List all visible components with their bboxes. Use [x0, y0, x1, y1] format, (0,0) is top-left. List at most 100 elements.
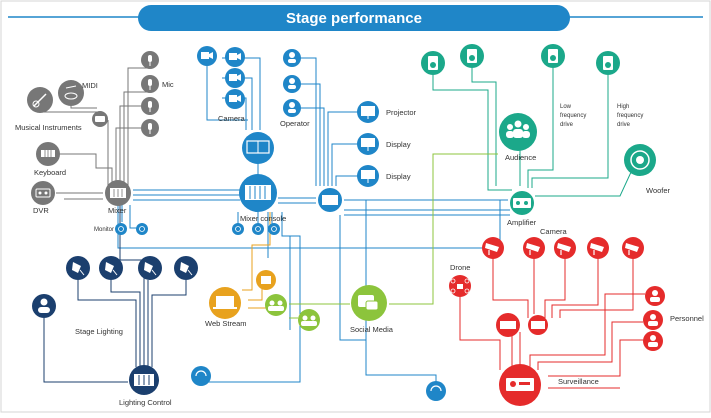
- web-stream-node[interactable]: [209, 287, 241, 319]
- speaker-icon: [255, 226, 261, 232]
- speaker-node-4[interactable]: [596, 51, 620, 75]
- surveillance-nvr-node[interactable]: [499, 364, 541, 406]
- stage-light-node-3[interactable]: [138, 256, 162, 280]
- personnel-label: Personnel: [670, 314, 704, 323]
- video-switcher-node[interactable]: [242, 132, 274, 164]
- video-camera-icon: [201, 52, 213, 59]
- stage-light-node-4[interactable]: [174, 256, 198, 280]
- microphone-icon: [148, 101, 152, 112]
- security-guard-icon: [650, 290, 660, 302]
- camera-node-4[interactable]: [225, 89, 245, 109]
- nodes: Mic MIDI Musical Instruments Keyboard DV…: [15, 44, 704, 407]
- monitor-speaker-3[interactable]: [232, 223, 244, 235]
- dvr-node[interactable]: [31, 181, 55, 205]
- mic-node-3[interactable]: [141, 97, 159, 115]
- guitar-icon: [32, 93, 47, 108]
- nvr-icon: [506, 378, 534, 391]
- guitar-node[interactable]: [27, 87, 53, 113]
- speaker-icon: [548, 49, 558, 63]
- network-node[interactable]: [426, 381, 446, 401]
- stage-light-node-2[interactable]: [99, 256, 123, 280]
- microphone-icon: [148, 123, 152, 134]
- mixer-console-node[interactable]: [239, 174, 277, 212]
- mixer-icon: [110, 188, 126, 198]
- cctv-node-3[interactable]: [554, 237, 576, 259]
- mixer-node[interactable]: [105, 180, 131, 206]
- high-freq-label-1: High: [617, 104, 629, 110]
- stage-light-icon: [72, 262, 85, 276]
- keyboard-icon: [41, 150, 55, 157]
- display-node-2[interactable]: [357, 165, 379, 187]
- person-icon: [195, 370, 207, 377]
- video-camera-icon: [229, 74, 241, 81]
- monitor-speaker-2[interactable]: [136, 223, 148, 235]
- projector-icon: [361, 106, 375, 119]
- mic-node-4[interactable]: [141, 119, 159, 137]
- monitor-speaker-1[interactable]: [115, 223, 127, 235]
- operator-node-1[interactable]: [283, 49, 301, 67]
- mic-node-2[interactable]: [141, 75, 159, 93]
- social-media-node[interactable]: [351, 285, 387, 321]
- operator-node-2[interactable]: [283, 75, 301, 93]
- midi-interface[interactable]: [92, 111, 108, 127]
- personnel-node-3[interactable]: [643, 331, 663, 351]
- wireless-mic-node[interactable]: [191, 366, 211, 386]
- connectors-gray: [39, 67, 148, 200]
- woofer-node[interactable]: [624, 144, 656, 176]
- musical-instruments-label: Musical Instruments: [15, 123, 82, 132]
- cctv-node-1[interactable]: [482, 237, 504, 259]
- keyboard-node[interactable]: [36, 142, 60, 166]
- personnel-node-2[interactable]: [643, 310, 663, 330]
- cctv-node-4[interactable]: [587, 237, 609, 259]
- cctv-camera-icon: [485, 243, 499, 255]
- camera-node-2[interactable]: [225, 47, 245, 67]
- streaming-encoder-node[interactable]: [256, 270, 276, 290]
- audience-icon: [506, 120, 530, 138]
- camera-node-3[interactable]: [225, 68, 245, 88]
- display-node-1[interactable]: [357, 133, 379, 155]
- speaker-icon: [603, 56, 613, 70]
- mixer-console-label: Mixer console: [240, 214, 286, 223]
- speaker-icon: [118, 226, 124, 232]
- camera-node-1[interactable]: [197, 46, 217, 66]
- network-switch-node[interactable]: [496, 313, 520, 337]
- stage-light-icon: [144, 262, 157, 276]
- lighting-console-icon: [134, 374, 154, 386]
- stage-light-icon: [105, 262, 118, 276]
- stage-light-node-1[interactable]: [66, 256, 90, 280]
- drum-node[interactable]: [58, 80, 84, 106]
- cctv-camera-icon: [557, 243, 571, 255]
- stage-console-node[interactable]: [318, 188, 342, 212]
- drum-icon: [64, 85, 78, 100]
- cctv-node-2[interactable]: [523, 237, 545, 259]
- nvr-icon: [500, 321, 516, 329]
- person-icon: [38, 298, 50, 313]
- personnel-node-1[interactable]: [645, 286, 665, 306]
- speaker-node-2[interactable]: [460, 44, 484, 68]
- surveillance-label: Surveillance: [558, 377, 599, 386]
- amplifier-node[interactable]: [510, 191, 534, 215]
- audience-node[interactable]: [499, 113, 537, 151]
- social-user-node-2[interactable]: [298, 309, 320, 331]
- poe-switch-node[interactable]: [528, 315, 548, 335]
- person-icon: [430, 385, 442, 392]
- monitor-speaker-4[interactable]: [252, 223, 264, 235]
- lighting-control-node[interactable]: [129, 365, 159, 395]
- lighting-control-label: Lighting Control: [119, 398, 172, 407]
- mic-node-1[interactable]: [141, 51, 159, 69]
- person-icon: [288, 102, 296, 113]
- monitor-speaker-5[interactable]: [268, 223, 280, 235]
- video-camera-icon: [229, 53, 241, 60]
- cctv-node-5[interactable]: [622, 237, 644, 259]
- lighting-operator-node[interactable]: [32, 294, 56, 318]
- social-user-node-1[interactable]: [265, 294, 287, 316]
- low-freq-label-3: drive: [560, 122, 574, 128]
- social-media-icon: [358, 295, 379, 311]
- operator-node-3[interactable]: [283, 99, 301, 117]
- speaker-node-1[interactable]: [421, 51, 445, 75]
- drone-node[interactable]: [449, 275, 471, 297]
- projector-node[interactable]: [357, 101, 379, 123]
- display-1-label: Display: [386, 140, 411, 149]
- speaker-node-3[interactable]: [541, 44, 565, 68]
